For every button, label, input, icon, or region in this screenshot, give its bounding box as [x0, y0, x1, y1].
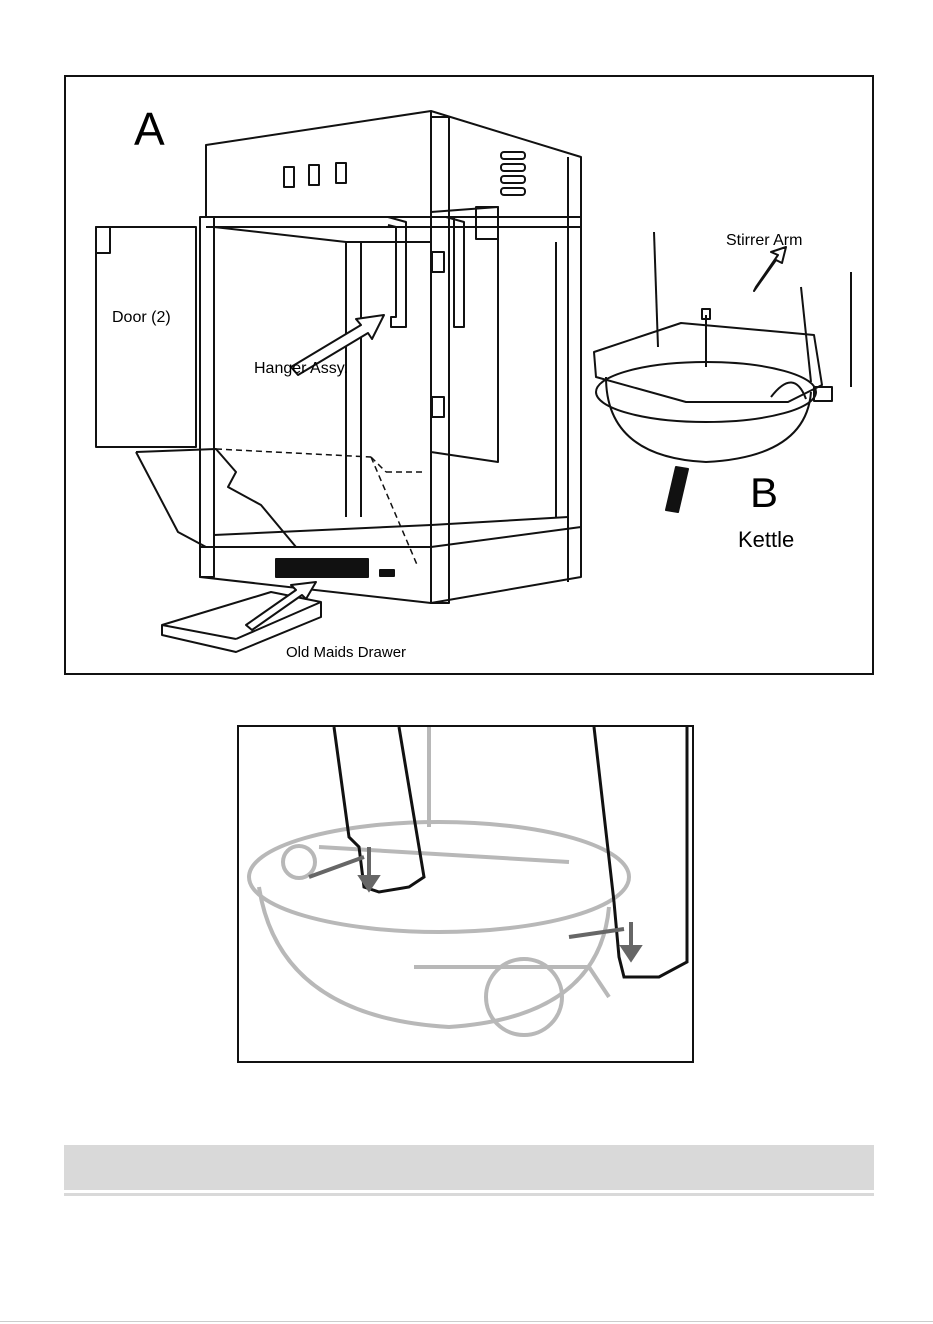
switch-1	[284, 167, 294, 187]
left-door	[96, 227, 196, 447]
stirrer-label: Stirrer Arm	[726, 232, 802, 249]
kettle-illustration	[594, 232, 851, 512]
popcorn-machine-diagram: A B Door (2) Hanger Assy. Old Maids Draw…	[66, 77, 872, 673]
hanger-label: Hanger Assy.	[254, 360, 348, 377]
old-maids-drawer	[162, 592, 321, 652]
panel-letter-a: A	[134, 103, 165, 155]
panel-letter-b: B	[750, 469, 778, 516]
cabinet-base	[200, 527, 581, 603]
left-front-post	[200, 217, 214, 577]
down-arrow-icon	[309, 847, 639, 959]
kettle-hanging-diagram	[239, 727, 692, 1061]
page-bottom-rule	[0, 1321, 933, 1322]
vent-slots	[501, 152, 525, 195]
kettle-icon	[249, 727, 629, 1035]
hanger-assy-left	[388, 217, 406, 327]
drawer-slot	[276, 559, 368, 577]
switch-3	[336, 163, 346, 183]
front-right-post	[431, 117, 449, 603]
figure-a-assembly: A B Door (2) Hanger Assy. Old Maids Draw…	[64, 75, 874, 675]
figure-kettle-hanging-detail	[237, 725, 694, 1063]
door-label: Door (2)	[112, 309, 171, 326]
kettle-label: Kettle	[738, 527, 794, 552]
section-header-bar	[64, 1145, 874, 1190]
drawer-label: Old Maids Drawer	[286, 644, 406, 661]
stirrer-arrow	[754, 247, 786, 291]
section-divider	[64, 1193, 874, 1196]
switch-2	[309, 165, 319, 185]
